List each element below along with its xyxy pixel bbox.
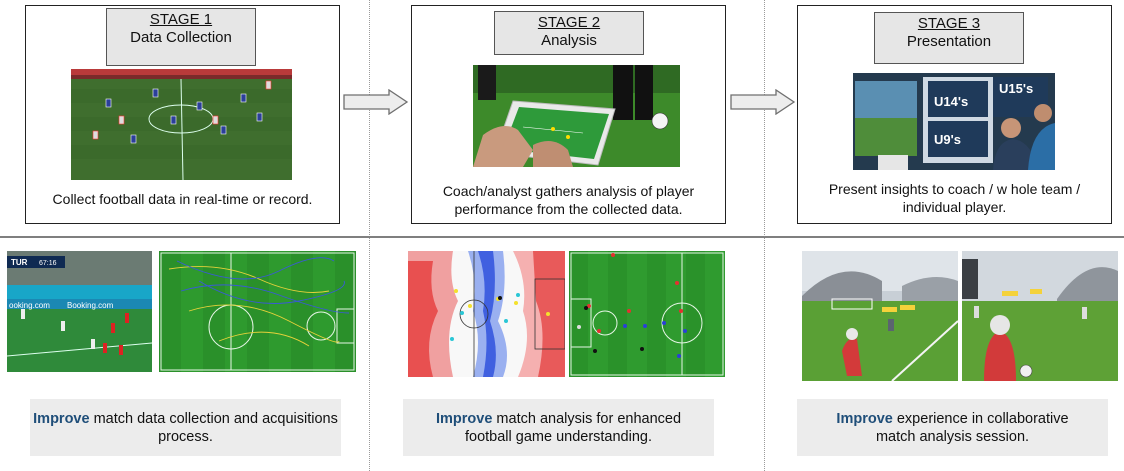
- column-divider-1: [369, 0, 370, 471]
- stage-1-image-tracking: [71, 69, 292, 180]
- improve-text-1: match data collection and acquisitions p…: [89, 410, 338, 445]
- stage-2-label: STAGE 2 Analysis: [494, 11, 644, 55]
- stage-2-title: STAGE 2: [537, 14, 601, 31]
- ad-board-text-2: ooking.com: [9, 301, 50, 310]
- voronoi-heatmap-image: [408, 251, 565, 377]
- arrow-right-icon: [343, 89, 409, 115]
- trajectory-pitch-image: [159, 251, 356, 372]
- stage-3-title: STAGE 3: [917, 15, 981, 32]
- improve-text-2: match analysis for enhanced football gam…: [464, 410, 682, 445]
- improve-keyword-1: Improve: [33, 410, 90, 427]
- broadcast-team: TUR: [11, 258, 28, 267]
- label-u15: U15's: [999, 81, 1033, 96]
- broadcast-image: Booking.com ooking.com TUR 67:16: [7, 251, 152, 372]
- stage-3-description: Present insights to coach / w hole team …: [828, 181, 1081, 215]
- broadcast-clock: 67:16: [39, 260, 57, 267]
- player-positions-image: [569, 251, 725, 377]
- improve-text-3: experience in collaborative match analys…: [875, 410, 1069, 445]
- ad-board-text: Booking.com: [67, 301, 114, 310]
- stage-2-subtitle: Analysis: [541, 32, 597, 49]
- stage-3-subtitle: Presentation: [906, 33, 992, 50]
- stage-2-image-tablet: [473, 65, 680, 167]
- arrow-right-icon: [730, 89, 796, 115]
- stage-3-box: STAGE 3 Presentation U14's U15's U9's Pr…: [797, 5, 1112, 224]
- row-divider: [0, 236, 1124, 238]
- label-u9: U9's: [934, 132, 961, 147]
- vr-scene-image-1: [802, 251, 958, 381]
- stage-3-label: STAGE 3 Presentation: [874, 12, 1024, 64]
- improve-box-3: Improve experience in collaborative matc…: [797, 399, 1108, 456]
- stage-3-image-presentation: U14's U15's U9's: [853, 73, 1055, 170]
- stage-1-subtitle: Data Collection: [130, 29, 232, 46]
- label-u14: U14's: [934, 94, 968, 109]
- improve-box-1: Improve match data collection and acquis…: [30, 399, 341, 456]
- stage-2-description: Coach/analyst gathers analysis of player…: [442, 183, 695, 217]
- column-divider-2: [764, 0, 765, 471]
- stage-2-box: STAGE 2 Analysis Coach/analyst gathers a…: [411, 5, 726, 224]
- improve-box-2: Improve match analysis for enhanced foot…: [403, 399, 714, 456]
- stage-1-label: STAGE 1 Data Collection: [106, 8, 256, 66]
- improve-keyword-3: Improve: [836, 410, 893, 427]
- vr-scene-image-2: [962, 251, 1118, 381]
- stage-1-title: STAGE 1: [149, 11, 213, 28]
- stage-1-description: Collect football data in real-time or re…: [52, 191, 313, 207]
- improve-keyword-2: Improve: [435, 410, 493, 427]
- stage-1-box: STAGE 1 Data Collection Collect footb: [25, 5, 340, 224]
